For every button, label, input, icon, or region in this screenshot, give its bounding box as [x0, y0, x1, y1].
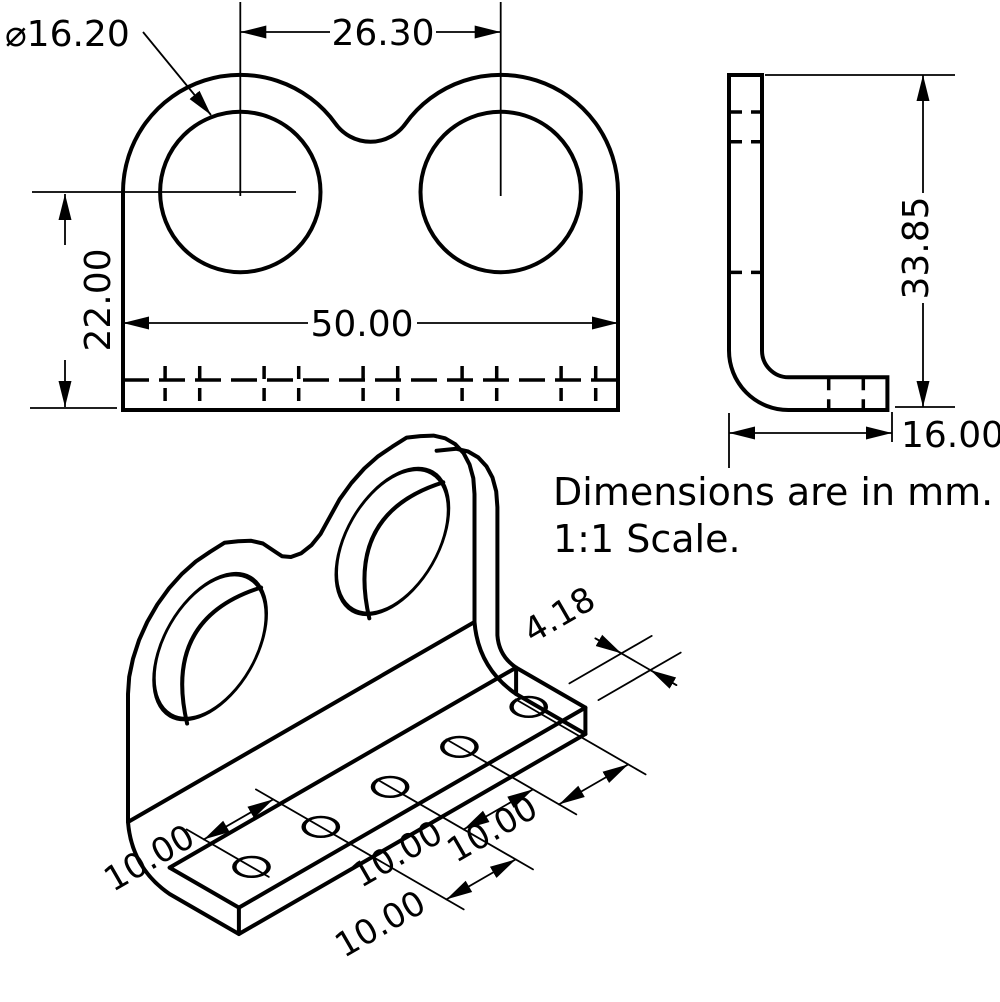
iso-view: 10.00 10.00 10.00 10.00 4.18 — [97, 433, 682, 966]
hole-spacing-label: 26.30 — [331, 13, 434, 54]
hole-diameter-label: ⌀16.20 — [5, 14, 130, 55]
iso-base-edges — [126, 665, 588, 936]
side-view: 33.85 16.00 — [727, 73, 1000, 468]
iso-near-profile — [126, 433, 477, 824]
front-view: ⌀16.20 26.30 22.00 50.00 — [5, 2, 620, 412]
dimension-hole-spacing: 26.30 — [240, 13, 501, 54]
units-note: Dimensions are in mm. — [553, 470, 993, 514]
iso-right-hole-far-rim — [362, 480, 446, 621]
side-hidden-lines — [729, 110, 866, 410]
dimension-depth: 16.00 — [728, 412, 1000, 468]
center-height-label: 22.00 — [78, 248, 119, 351]
pitch-label-2: 10.00 — [328, 883, 432, 966]
iso-far-profile-edge — [434, 446, 519, 670]
iso-left-hole-far-rim — [180, 585, 264, 726]
dimension-center-height: 22.00 — [30, 194, 119, 409]
pitch-label-4: 10.00 — [440, 788, 544, 871]
dimension-width: 50.00 — [123, 304, 618, 345]
iso-bend-outer-arc — [472, 620, 519, 696]
edge-to-hole-label: 4.18 — [517, 579, 603, 651]
base-holes-hidden-lines — [163, 366, 598, 410]
dimension-height: 33.85 — [765, 74, 955, 408]
iso-big-holes — [152, 466, 451, 722]
height-label: 33.85 — [896, 196, 937, 299]
side-outline — [727, 73, 890, 412]
notes: Dimensions are in mm. 1:1 Scale. — [553, 470, 993, 561]
iso-right-end-edges — [514, 665, 588, 736]
diameter-leader-line — [142, 31, 212, 116]
depth-label: 16.00 — [901, 415, 1000, 456]
width-label: 50.00 — [310, 304, 413, 345]
scale-note: 1:1 Scale. — [553, 517, 741, 561]
pitch-label-1: 10.00 — [97, 817, 201, 900]
pitch-label-3: 10.00 — [345, 813, 449, 896]
front-outline — [121, 72, 620, 412]
iso-extension-lines — [185, 698, 647, 911]
